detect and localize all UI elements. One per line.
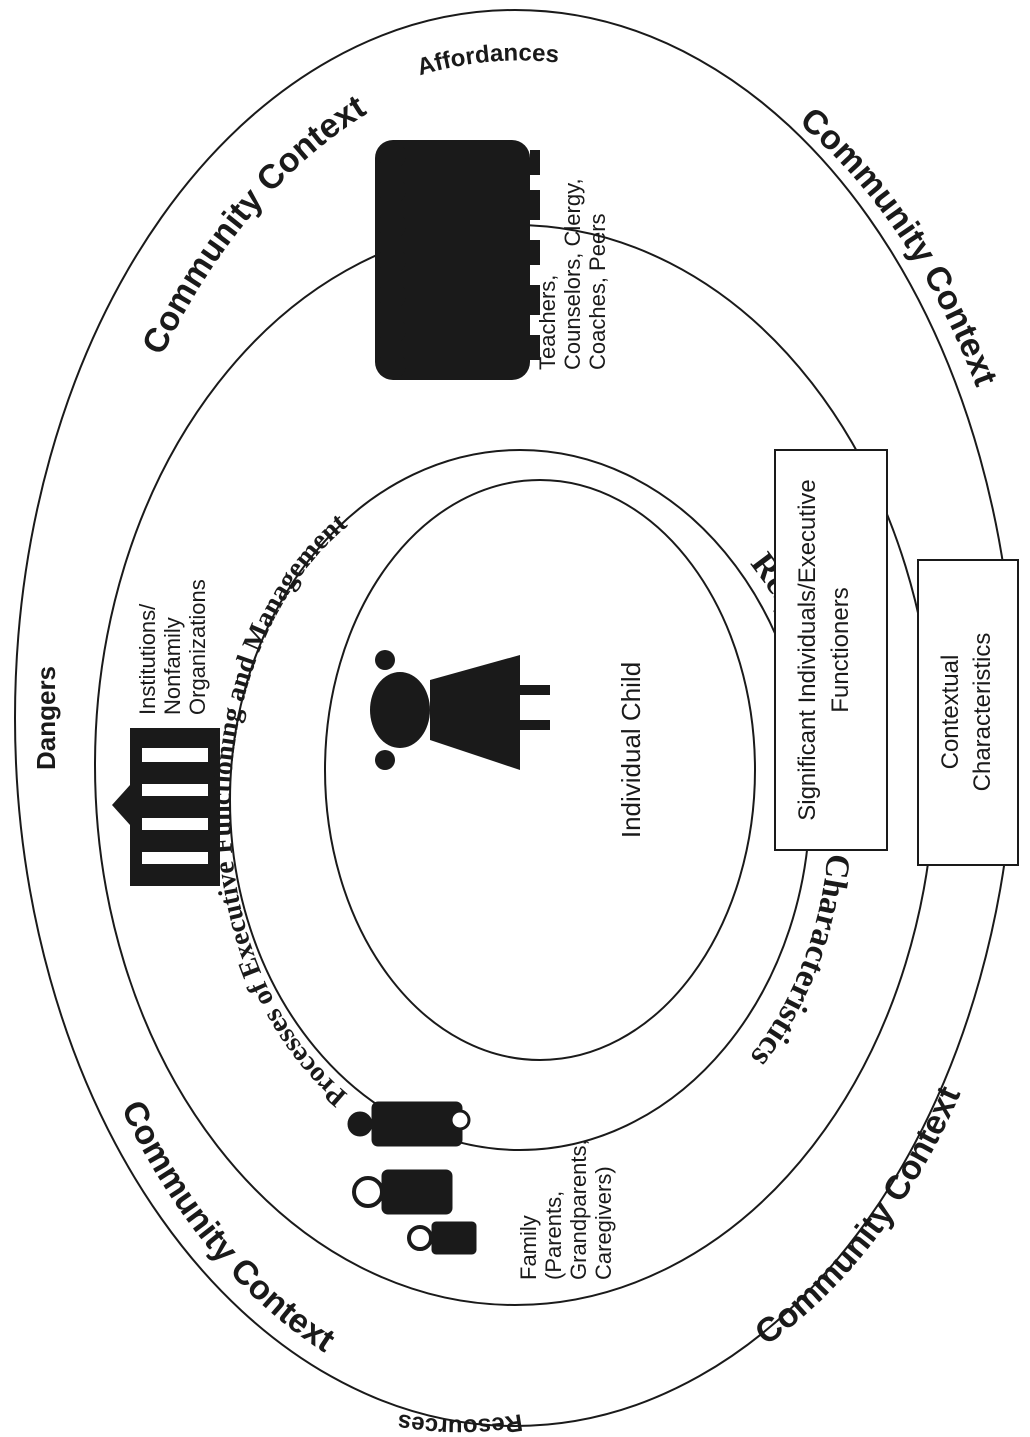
svg-text:Caregivers): Caregivers) [591, 1166, 616, 1280]
community-context-label-top-left: Community Context [135, 88, 372, 360]
svg-text:Nonfamily: Nonfamily [160, 617, 185, 715]
svg-text:Institutions/: Institutions/ [135, 603, 160, 715]
svg-text:Characteristics: Characteristics [969, 633, 996, 792]
community-context-label-bottom-right: Community Context [748, 1081, 968, 1353]
svg-text:Family: Family [516, 1215, 541, 1280]
svg-text:Counselors, Clergy,: Counselors, Clergy, [560, 178, 585, 370]
institutions-label: Institutions/ Nonfamily Organizations [135, 579, 210, 715]
svg-text:Functioners: Functioners [827, 587, 854, 712]
crowd-silhouette-icon [375, 140, 540, 380]
svg-text:Significant Individuals/Execut: Significant Individuals/Executive [794, 479, 821, 821]
processes-arc-label: Processes of Executive Functioning and M… [206, 507, 353, 1113]
family-icon [347, 1101, 477, 1255]
svg-text:Coaches, Peers: Coaches, Peers [585, 213, 610, 370]
community-context-label-bottom-left: Community Context [114, 1095, 342, 1360]
svg-text:Contextual: Contextual [937, 655, 964, 770]
child-ellipse [324, 479, 756, 1061]
family-label: Family (Parents, Grandparents, Caregiver… [516, 1139, 616, 1280]
individual-child-label: Individual Child [616, 662, 646, 838]
dangers-label: Dangers [31, 666, 61, 770]
resources-label: Resources [396, 1408, 525, 1437]
svg-text:Organizations: Organizations [185, 579, 210, 715]
svg-text:Teachers,: Teachers, [535, 275, 560, 370]
contextual-characteristics-box: Contextual Characteristics [917, 559, 1019, 866]
building-icon [112, 728, 220, 886]
svg-text:Grandparents,: Grandparents, [566, 1139, 591, 1280]
svg-text:(Parents,: (Parents, [541, 1191, 566, 1280]
teachers-label: Teachers, Counselors, Clergy, Coaches, P… [535, 178, 610, 370]
child-icon [370, 650, 550, 770]
affordances-label: Affordances [414, 39, 560, 81]
significant-individuals-box: Significant Individuals/Executive Functi… [774, 449, 888, 851]
community-context-label-top-right: Community Context [793, 100, 1005, 391]
